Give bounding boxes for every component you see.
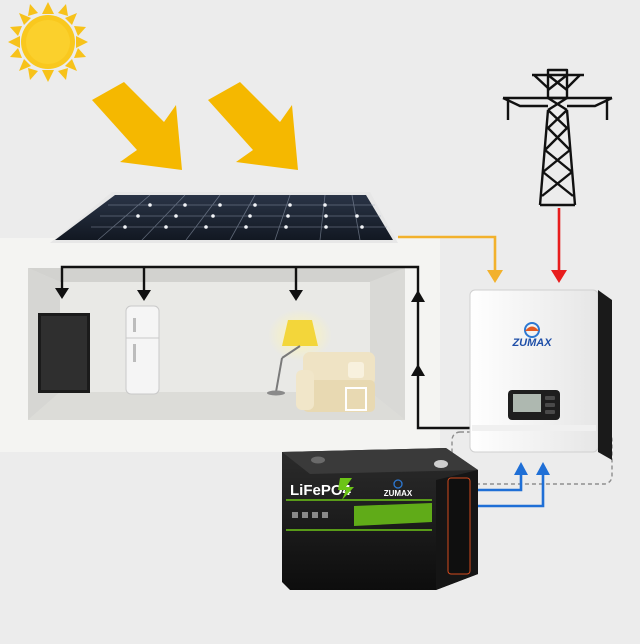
battery-line	[472, 472, 545, 508]
inverter: ZUMAX	[469, 289, 612, 460]
inverter-brand: ZUMAX	[511, 337, 552, 349]
sunlight-arrow-icon	[208, 82, 298, 170]
sofa-icon	[296, 352, 375, 412]
wiring-arrows	[55, 288, 425, 376]
battery-terminal	[434, 460, 448, 468]
battery-terminal	[311, 456, 325, 464]
battery-brand: ZUMAX	[384, 489, 413, 498]
sunlight-arrow-icon	[92, 82, 182, 170]
inverter-lcd	[513, 394, 541, 412]
pv-line	[398, 235, 503, 283]
tv-icon	[38, 313, 90, 393]
battery-line-arrows	[514, 462, 550, 475]
battery-chemistry-label: LiFePO4	[290, 482, 352, 499]
grid-line	[551, 208, 567, 283]
inverter-button	[545, 403, 555, 407]
inverter-button	[545, 410, 555, 414]
inverter-button	[545, 396, 555, 400]
solar-panel-icon	[50, 192, 398, 243]
battery-logo-icon	[393, 479, 403, 489]
floor-lamp-icon	[267, 309, 332, 396]
inverter-logo-icon	[524, 322, 540, 338]
fridge-icon	[125, 305, 160, 395]
sun-icon	[8, 2, 88, 82]
house-wiring	[60, 265, 470, 430]
lightning-icon	[338, 478, 354, 500]
transmission-tower-icon	[502, 68, 613, 207]
lifepo4-battery: LiFePO4 ZUMAX	[282, 448, 478, 590]
